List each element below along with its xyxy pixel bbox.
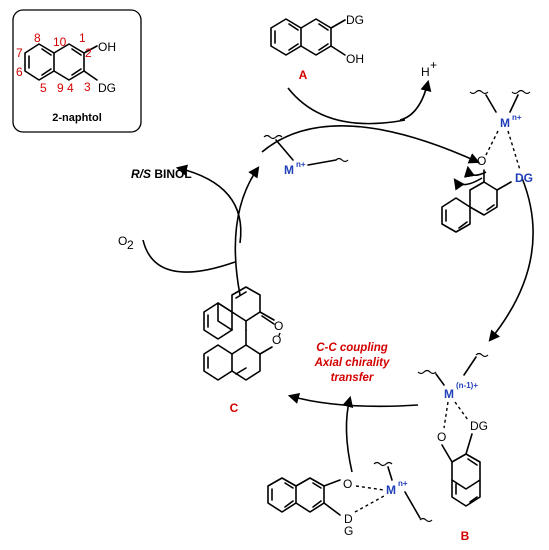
legend-oh-label: OH — [98, 40, 116, 54]
svg-text:M: M — [386, 483, 396, 497]
svg-text:G: G — [344, 524, 353, 538]
legend-title: 2-naphtol — [52, 112, 102, 124]
compound-a: DG OH A — [270, 13, 364, 82]
atom-number-1: 1 — [79, 31, 86, 45]
compound-a-label: A — [299, 68, 308, 82]
compound-b-label: B — [461, 529, 470, 543]
entry-arrow-a — [287, 87, 406, 125]
atom-number-2: 2 — [85, 46, 92, 60]
compound-a-oh: OH — [346, 52, 364, 66]
metal-coordinated-intermediate: M n+ O DG — [441, 89, 533, 233]
atom-number-8: 8 — [34, 31, 41, 45]
atom-number-9: 9 — [57, 81, 64, 95]
cycle-arrow-right — [488, 177, 534, 342]
svg-text:n+: n+ — [512, 113, 522, 122]
atom-number-5: 5 — [40, 81, 47, 95]
cycle-arrow-left — [234, 166, 260, 296]
svg-text:M: M — [500, 116, 510, 130]
compound-c: O O C — [203, 286, 283, 415]
atom-number-4: 4 — [67, 81, 74, 95]
legend-dg-label: DG — [98, 81, 116, 95]
svg-text:O: O — [477, 154, 486, 168]
atom-number-6: 6 — [16, 65, 23, 79]
svg-text:M: M — [444, 387, 454, 401]
binol-name: BINOL — [151, 167, 192, 181]
coupling-step-label: C-C coupling Axial chirality transfer — [314, 342, 390, 384]
svg-text:n+: n+ — [398, 479, 408, 488]
svg-text:O: O — [437, 430, 446, 444]
naphtol-structure — [24, 43, 98, 81]
naphtol-numbering-box: OH DG 1 2 3 4 5 6 7 8 9 10 2-naphtol — [12, 9, 142, 133]
cycle-arrow-bottom — [287, 393, 419, 408]
compound-b: M (n-1)+ O DG B — [417, 352, 489, 543]
atom-number-3: 3 — [84, 80, 91, 94]
svg-text:DG: DG — [515, 171, 533, 185]
svg-text:(n-1)+: (n-1)+ — [456, 381, 478, 390]
coordination-arrow — [342, 395, 354, 473]
compound-c-label: C — [230, 401, 239, 415]
svg-text:C-C coupling: C-C coupling — [316, 342, 388, 354]
svg-text:+: + — [430, 58, 437, 72]
svg-text:D: D — [344, 512, 353, 526]
svg-text:n+: n+ — [296, 160, 306, 169]
compound-a-dg: DG — [346, 13, 364, 27]
svg-text:R/S BINOL: R/S BINOL — [131, 167, 192, 181]
h-plus-label: H + — [421, 58, 437, 79]
atom-number-7: 7 — [16, 46, 23, 60]
h-plus-release-arrow — [399, 79, 432, 121]
binol-product-label: R/S BINOL — [131, 167, 192, 181]
svg-text:Axial chirality: Axial chirality — [314, 357, 390, 369]
metal-catalyst-top: M n+ — [263, 134, 349, 177]
svg-text:O: O — [272, 333, 281, 347]
oxygen-arrow — [142, 239, 236, 273]
svg-text:O: O — [343, 477, 352, 491]
svg-text:H: H — [421, 65, 430, 79]
svg-text:2: 2 — [127, 238, 134, 252]
svg-text:O: O — [118, 234, 127, 248]
svg-text:M: M — [284, 163, 294, 177]
metal-naphtholate-complex: M n+ O D G — [267, 461, 433, 538]
svg-text:DG: DG — [470, 419, 488, 433]
oxygen-label: O 2 — [118, 234, 134, 252]
svg-text:O: O — [274, 319, 283, 333]
atom-number-10: 10 — [53, 35, 67, 49]
cycle-arrow-top — [261, 125, 481, 164]
binol-stereo-descriptor: R/S — [131, 167, 151, 181]
binol-release-arrow — [175, 164, 242, 244]
svg-text:transfer: transfer — [331, 372, 374, 384]
